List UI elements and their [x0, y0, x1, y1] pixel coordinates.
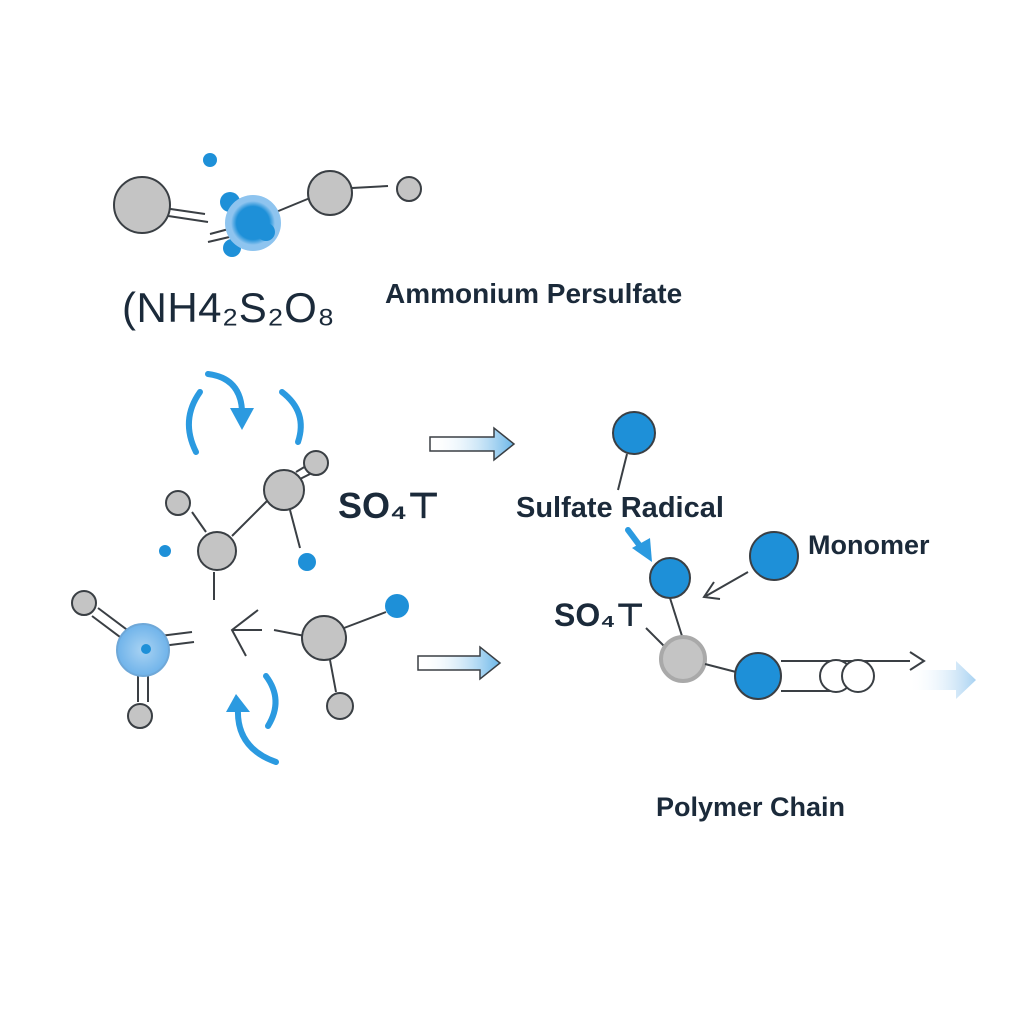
atom-gray-medium	[197, 531, 237, 571]
atom-blue-dot	[159, 545, 171, 557]
atom-gray-small	[127, 703, 153, 729]
polymer-chain	[645, 557, 976, 700]
reaction-arrow-bottom	[417, 645, 502, 681]
cycle-arrows-top	[185, 371, 304, 455]
atom-gray-small	[165, 490, 191, 516]
monomer-label: Monomer	[808, 530, 930, 560]
monomer-atom	[702, 531, 799, 600]
atom-ring	[841, 659, 875, 693]
reactant-name: Ammonium Persulfate	[385, 278, 683, 309]
atom-blue-dot	[203, 153, 217, 167]
sulfate-formula-lower: SO₄⊤	[554, 597, 645, 633]
radical-label: Sulfate Radical	[516, 492, 724, 524]
atom-gray-small	[326, 692, 354, 720]
atom-gray-small	[71, 590, 97, 616]
reactant-formula: (NH4₂S₂O₈	[122, 284, 336, 331]
atom-blue-dot	[141, 644, 151, 654]
polymer-label: Polymer Chain	[656, 792, 846, 822]
atom-gray-small	[396, 176, 422, 202]
cycle-arrows-bottom	[226, 673, 279, 765]
chevron-left-icon	[230, 609, 259, 657]
atom-blue-chain	[734, 652, 782, 700]
persulfate-molecule	[113, 153, 422, 257]
decomposition-molecule	[159, 450, 329, 600]
chain-continuation-arrow	[908, 661, 976, 699]
atom-blue-dot	[385, 594, 409, 618]
radical-atom	[612, 411, 656, 491]
sulfate-formula-upper: SO₄⊤	[338, 485, 441, 526]
atom-blue-small	[257, 223, 275, 241]
radical-arrow-icon	[625, 527, 652, 562]
atom-gray-large	[113, 176, 171, 234]
atom-blue-chain	[649, 557, 691, 599]
atom-gray-medium	[301, 615, 347, 661]
atom-gray-medium	[263, 469, 305, 511]
reaction-arrow-top	[429, 426, 516, 462]
lower-left-molecule	[71, 590, 409, 729]
atom-gray-medium	[307, 170, 353, 216]
atom-gray-small	[303, 450, 329, 476]
atom-gray-chain	[659, 635, 707, 683]
atom-blue-dot	[298, 553, 316, 571]
